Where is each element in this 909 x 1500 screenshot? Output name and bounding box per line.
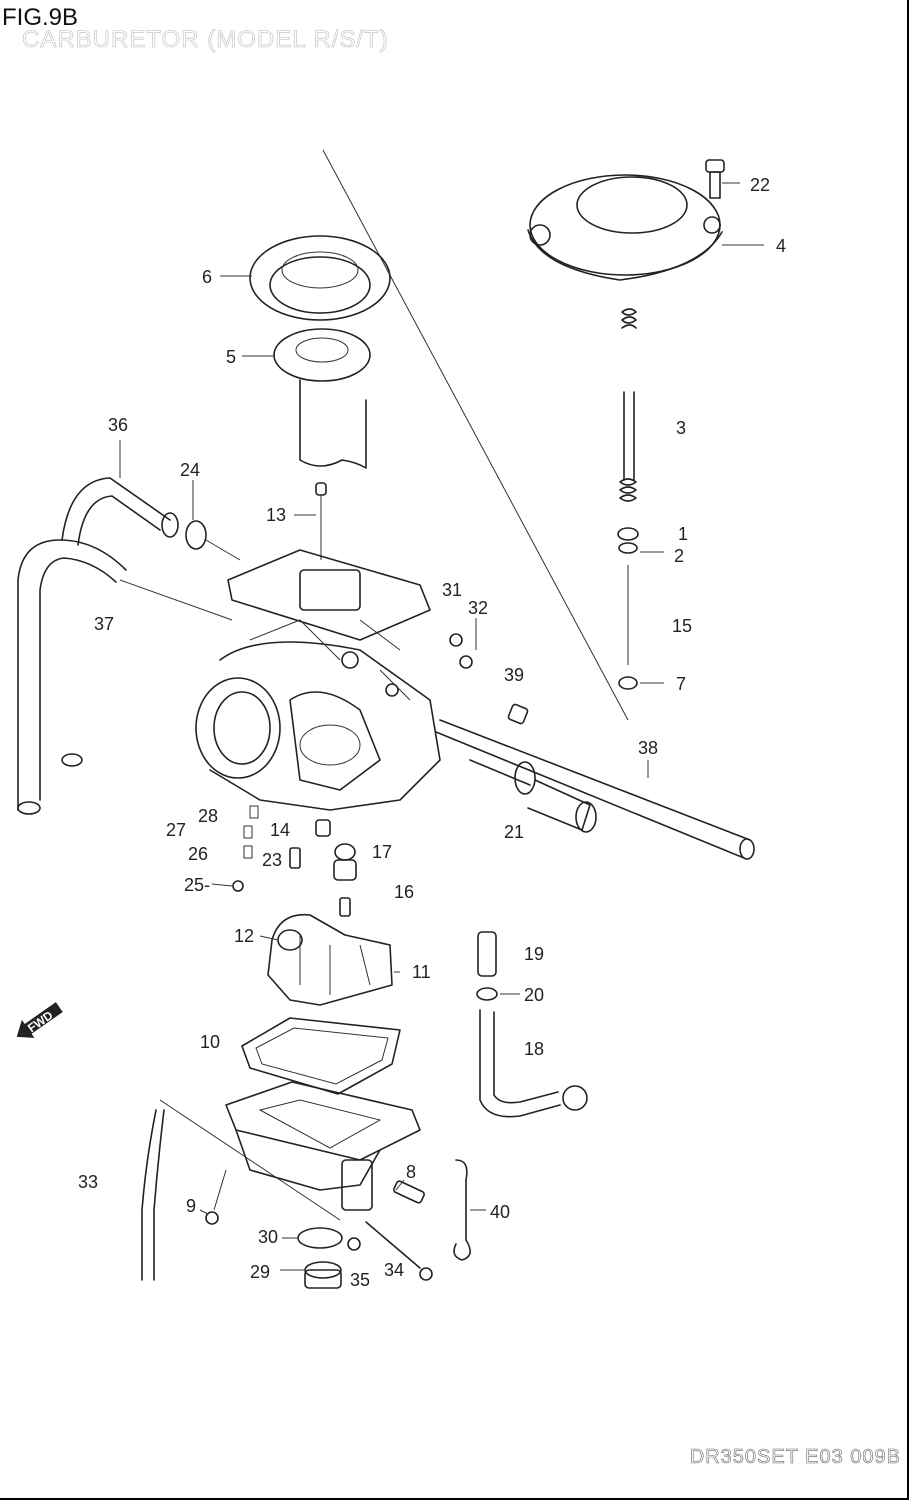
- callout-4: 4: [776, 236, 786, 256]
- callout-32: 32: [468, 598, 488, 618]
- part-24-fitting: [185, 520, 241, 561]
- part-22-screw: [705, 159, 725, 199]
- callout-35: 35: [350, 1270, 370, 1290]
- callout-37: 37: [94, 614, 114, 634]
- callout-27: 27: [166, 820, 186, 840]
- part-17-jet: [333, 843, 357, 881]
- part-10-gasket: [241, 1017, 401, 1095]
- figure-subtitle: CARBURETOR (MODEL R/S/T): [22, 26, 389, 54]
- callout-30: 30: [258, 1227, 278, 1247]
- callout-28: 28: [198, 806, 218, 826]
- fwd-arrow-icon: FWD: [16, 1002, 63, 1038]
- callout-leaders: [119, 182, 764, 1271]
- part-23-jet: [289, 847, 301, 869]
- part-7-washer: [618, 676, 638, 690]
- part-13-pin: [315, 482, 327, 560]
- part-40-clip: [453, 1159, 471, 1261]
- callout-13: 13: [266, 505, 286, 525]
- callout-7: 7: [676, 674, 686, 694]
- callout-40: 40: [490, 1202, 510, 1222]
- callout-1: 1: [678, 524, 688, 544]
- callout-23: 23: [262, 850, 282, 870]
- callout-18: 18: [524, 1039, 544, 1059]
- float-bowl: [225, 1081, 421, 1211]
- part-29-plug: [304, 1261, 342, 1289]
- part-8-screw: [393, 1180, 425, 1204]
- callout-11: 11: [412, 962, 431, 982]
- part-38-rod: [435, 719, 755, 860]
- callout-26: 26: [188, 844, 208, 864]
- callout-21: 21: [504, 822, 524, 842]
- carburetor-body: [119, 549, 441, 811]
- part-32-washer: [459, 655, 473, 669]
- part-9-screw: [205, 1169, 227, 1225]
- callout-labels: 1 2 3 4 5 6 7 8 9 10 11 12 13 14 15 16 1…: [78, 175, 786, 1290]
- part-19-plunger: [477, 931, 497, 977]
- callout-38: 38: [638, 738, 658, 758]
- callout-14: 14: [270, 820, 290, 840]
- part-14-jet: [315, 819, 331, 837]
- callout-9: 9: [186, 1196, 196, 1216]
- part-37-hose: [17, 539, 127, 815]
- part-16-jet: [339, 897, 351, 917]
- callout-8: 8: [406, 1162, 416, 1182]
- part-36-hose: [61, 477, 179, 546]
- callout-15: 15: [672, 616, 692, 636]
- part-30-oring: [297, 1227, 343, 1249]
- part-11-float: [267, 913, 393, 1006]
- part-39-clip: [507, 703, 529, 725]
- callout-36: 36: [108, 415, 128, 435]
- callout-5: 5: [226, 347, 236, 367]
- callout-16: 16: [394, 882, 414, 902]
- callout-25: 25-: [184, 875, 210, 895]
- callout-2: 2: [674, 546, 684, 566]
- part-6-cap: [249, 235, 391, 321]
- part-18-cable: [479, 1009, 588, 1118]
- callout-22: 22: [750, 175, 770, 195]
- callout-12: 12: [234, 926, 254, 946]
- document-code: DR350SET E03 009B: [689, 1446, 901, 1469]
- part-12-pin: [277, 929, 303, 951]
- part-1-2-clip: [617, 527, 639, 554]
- figure-title: FIG.9B: [2, 4, 79, 31]
- callout-3: 3: [676, 418, 686, 438]
- part-31-screw: [449, 633, 463, 647]
- part-35-washer: [347, 1237, 361, 1251]
- callout-34: 34: [384, 1260, 404, 1280]
- callout-19: 19: [524, 944, 544, 964]
- part-4-top-cover: [527, 174, 723, 281]
- callout-20: 20: [524, 985, 544, 1005]
- part-25-28-screws: [232, 805, 259, 892]
- callout-17: 17: [372, 842, 392, 862]
- callout-10: 10: [200, 1032, 220, 1052]
- callout-6: 6: [202, 267, 212, 287]
- part-20-washer: [476, 987, 498, 1001]
- part-5-seal: [273, 328, 371, 469]
- callout-39: 39: [504, 665, 524, 685]
- part-34-screw: [365, 1221, 433, 1281]
- part-33-tube: [141, 1099, 341, 1281]
- part-21-screw: [469, 759, 597, 833]
- centerline: [322, 149, 629, 721]
- part-3-shaft: [619, 308, 637, 502]
- callout-24: 24: [180, 460, 200, 480]
- callout-29: 29: [250, 1262, 270, 1282]
- callout-31: 31: [442, 580, 462, 600]
- callout-33: 33: [78, 1172, 98, 1192]
